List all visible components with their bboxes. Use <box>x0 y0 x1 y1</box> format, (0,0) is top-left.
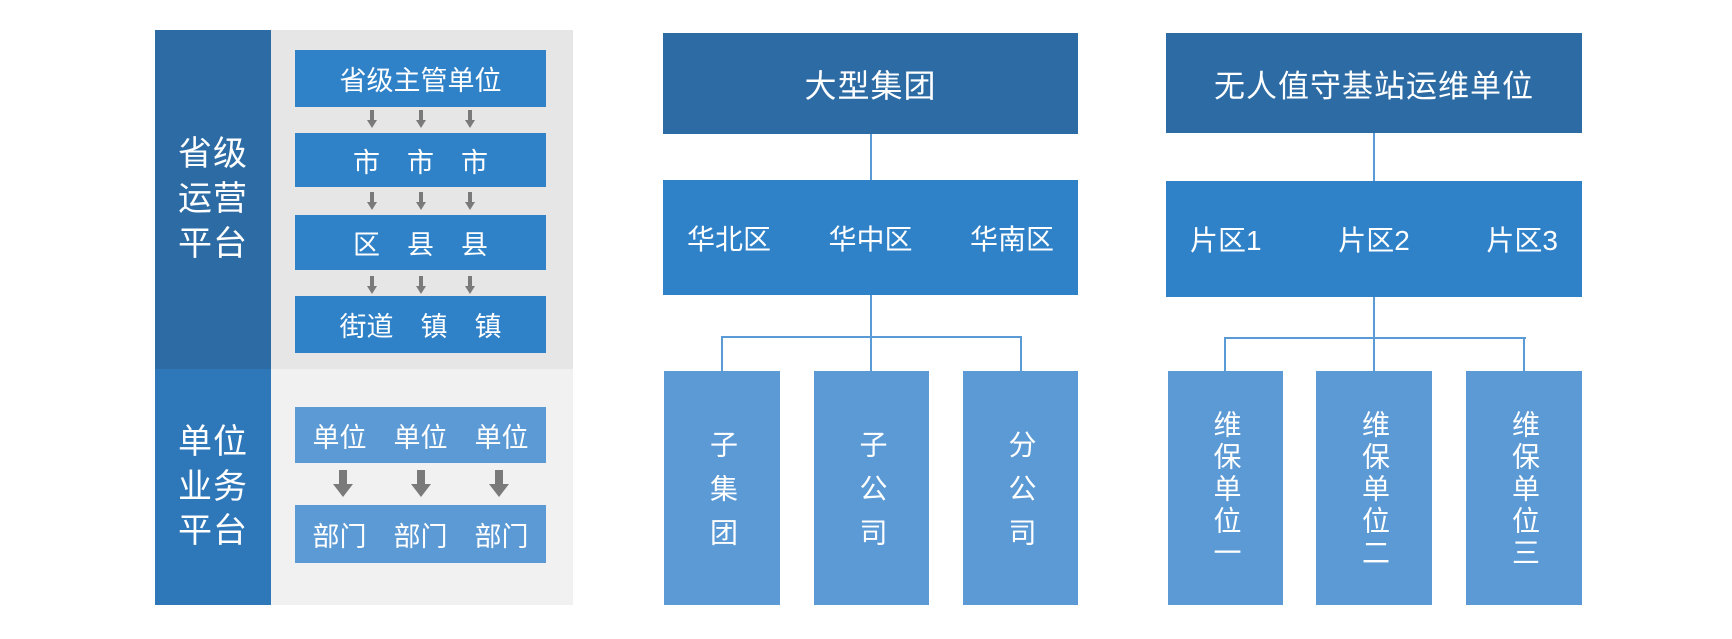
large-group-org-chart: 大型集团 华北区 华中区 华南区 子集团 子公司 分公司 <box>663 33 1078 605</box>
region-label-south: 华南区 <box>969 223 1054 255</box>
leaf-label: 子集团 <box>707 430 738 562</box>
zone-row-box: 片区1 片区2 片区3 <box>1166 181 1582 297</box>
arrow-row <box>295 470 546 497</box>
region-label-central: 华中区 <box>828 223 913 255</box>
arrow-row <box>295 276 546 294</box>
connector-line <box>1224 337 1226 371</box>
flow-box-provincial-authority: 省级主管单位 <box>295 50 546 107</box>
down-arrow-icon <box>366 192 377 210</box>
sidebar-label-line: 省级 <box>178 135 248 174</box>
leaf-label: 维保单位一 <box>1210 410 1242 570</box>
sidebar-label-line: 业务 <box>178 467 248 506</box>
zone-label-1: 片区1 <box>1190 225 1262 256</box>
down-arrow-icon <box>332 470 353 497</box>
region-label-north: 华北区 <box>687 223 772 255</box>
leaf-box-subsidiary-company: 子公司 <box>814 371 929 605</box>
leaf-box-maintenance-unit-2: 维保单位二 <box>1316 371 1432 605</box>
flow-box-departments: 部门 部门 部门 <box>295 505 546 563</box>
connector-line <box>1373 297 1375 337</box>
connector-line <box>721 336 1022 338</box>
arrow-row <box>295 192 546 210</box>
connector-line <box>1020 336 1022 371</box>
down-arrow-icon <box>415 276 426 294</box>
connector-line <box>1224 337 1526 339</box>
down-arrow-icon <box>415 192 426 210</box>
sidebar-label-line: 运营 <box>178 180 248 219</box>
down-arrow-icon <box>366 110 377 128</box>
flow-box-units: 单位 单位 单位 <box>295 407 546 463</box>
zone-label-3: 片区3 <box>1486 225 1558 256</box>
down-arrow-icon <box>464 192 475 210</box>
connector-line <box>1523 337 1525 371</box>
down-arrow-icon <box>488 470 509 497</box>
sidebar-label-line: 平台 <box>178 512 248 551</box>
sidebar-unit-business-platform: 单位 业务 平台 <box>155 369 271 605</box>
down-arrow-icon <box>464 276 475 294</box>
down-arrow-icon <box>366 276 377 294</box>
connector-line <box>1373 337 1375 371</box>
flow-box-streets-towns: 街道 镇 镇 <box>295 296 546 353</box>
connector-line <box>869 295 872 336</box>
down-arrow-icon <box>410 470 431 497</box>
root-box-unattended-base-station-om-unit: 无人值守基站运维单位 <box>1166 33 1582 133</box>
region-row-box: 华北区 华中区 华南区 <box>663 180 1078 295</box>
zone-label-2: 片区2 <box>1338 225 1410 256</box>
platform-panel: 省级 运营 平台 单位 业务 平台 省级主管单位 市 市 市 区 县 县 街道 … <box>155 30 573 605</box>
connector-line <box>869 134 872 180</box>
flow-box-districts-counties: 区 县 县 <box>295 215 546 270</box>
arrow-row <box>295 110 546 128</box>
leaf-box-sub-group: 子集团 <box>664 371 780 605</box>
leaf-box-branch-company: 分公司 <box>963 371 1078 605</box>
base-station-om-org-chart: 无人值守基站运维单位 片区1 片区2 片区3 维保单位一 维保单位二 维保单位三 <box>1166 33 1582 605</box>
down-arrow-icon <box>415 110 426 128</box>
flow-box-cities: 市 市 市 <box>295 133 546 187</box>
sidebar-label-line: 单位 <box>178 422 248 461</box>
leaf-label: 维保单位三 <box>1509 410 1540 570</box>
leaf-label: 分公司 <box>1005 430 1037 562</box>
connector-line <box>721 336 723 371</box>
root-box-large-group: 大型集团 <box>663 33 1078 134</box>
sidebar-label-line: 平台 <box>178 224 248 263</box>
down-arrow-icon <box>464 110 475 128</box>
leaf-box-maintenance-unit-1: 维保单位一 <box>1168 371 1283 605</box>
sidebar-provincial-operation-platform: 省级 运营 平台 <box>155 30 271 369</box>
leaf-box-maintenance-unit-3: 维保单位三 <box>1466 371 1582 605</box>
leaf-label: 子公司 <box>856 430 888 562</box>
leaf-label: 维保单位二 <box>1359 410 1390 570</box>
connector-line <box>869 336 872 371</box>
connector-line <box>1373 133 1375 181</box>
